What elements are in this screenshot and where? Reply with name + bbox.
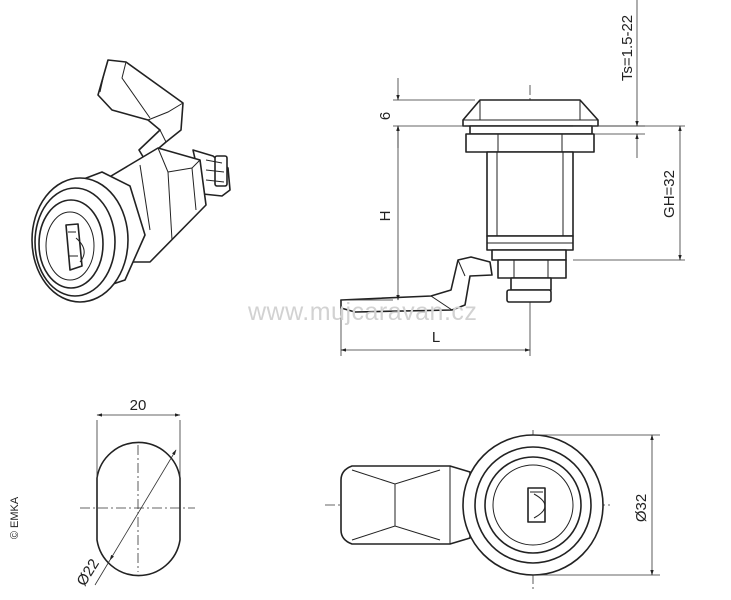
front-view: Ø32: [325, 430, 660, 590]
dimension-l: L: [432, 329, 440, 346]
side-view: 6 H Ts=1.5-22 GH=32 L: [340, 0, 685, 356]
dimension-h: H: [377, 211, 394, 222]
dimension-20: 20: [130, 397, 147, 414]
dimension-ts: Ts=1.5-22: [619, 15, 636, 81]
dimension-6: 6: [377, 112, 394, 120]
isometric-lock-view: [31, 59, 231, 303]
panel-cutout-view: 20 Ø22: [73, 397, 195, 589]
copyright-label: © EMKA: [9, 496, 21, 539]
dimension-gh: GH=32: [661, 170, 678, 218]
dimension-dia22: Ø22: [73, 556, 102, 589]
watermark: www.mujcaravan.cz: [247, 298, 477, 326]
dimension-dia32: Ø32: [633, 494, 650, 522]
